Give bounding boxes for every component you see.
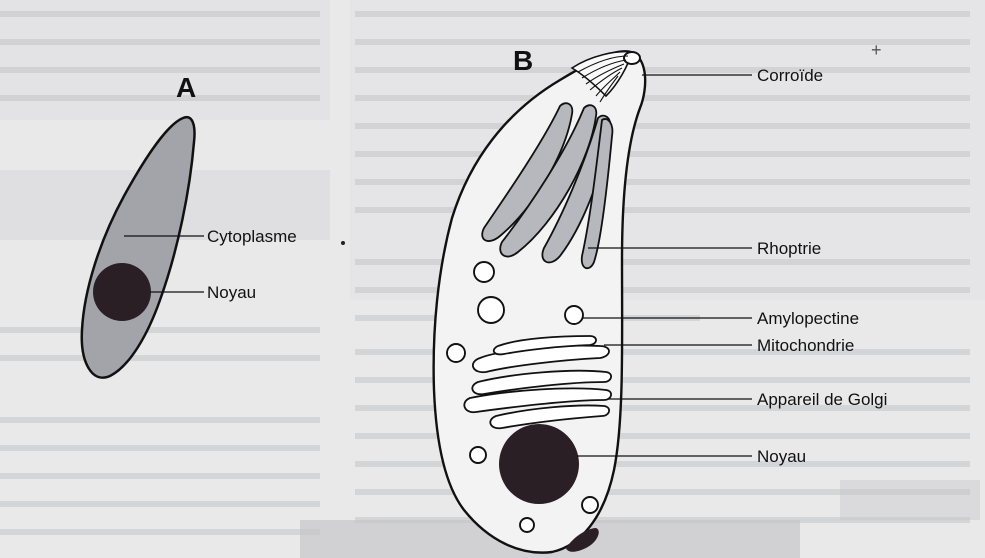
label-rhoptrie: Rhoptrie: [757, 239, 821, 258]
label-corroide: Corroïde: [757, 66, 823, 85]
stray-dot: [341, 241, 345, 245]
cell-b-nucleus: [499, 424, 579, 504]
label-cytoplasme: Cytoplasme: [207, 227, 297, 246]
cell-a-nucleus: [93, 263, 151, 321]
panel-b-label: B: [513, 45, 533, 76]
label-golgi: Appareil de Golgi: [757, 390, 887, 409]
label-noyau-b: Noyau: [757, 447, 806, 466]
plus-mark: +: [871, 40, 882, 60]
label-amylopectine: Amylopectine: [757, 309, 859, 328]
panel-a-label: A: [176, 72, 196, 103]
label-mitochondrie: Mitochondrie: [757, 336, 854, 355]
label-noyau-a: Noyau: [207, 283, 256, 302]
